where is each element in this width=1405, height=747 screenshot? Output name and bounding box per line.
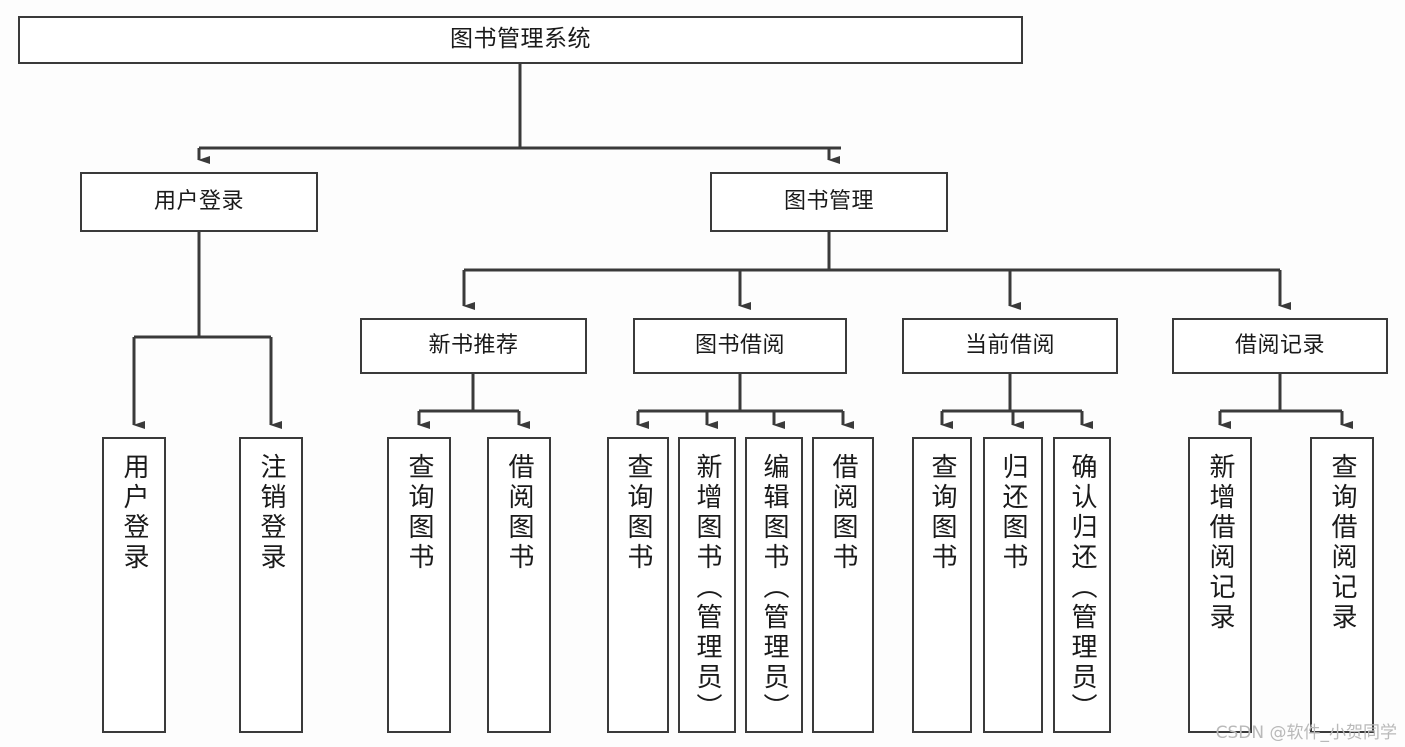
- node-borrow-record[interactable]: 借阅记录: [1172, 318, 1388, 374]
- leaf-query-book-borrow-label: 查询图书: [623, 453, 653, 573]
- leaf-confirm-return-admin[interactable]: 确认归还（管理员）: [1053, 437, 1111, 733]
- leaf-query-book-newbook-label: 查询图书: [404, 453, 434, 573]
- leaf-query-book-borrow[interactable]: 查询图书: [607, 437, 669, 733]
- leaf-borrow-book-newbook-label: 借阅图书: [504, 453, 534, 573]
- leaf-user-login[interactable]: 用户登录: [102, 437, 166, 733]
- node-book-management[interactable]: 图书管理: [710, 172, 948, 232]
- leaf-user-login-label: 用户登录: [119, 453, 149, 573]
- node-book-borrow-label: 图书借阅: [694, 333, 785, 359]
- node-root[interactable]: 图书管理系统: [18, 16, 1023, 64]
- node-book-borrow[interactable]: 图书借阅: [633, 318, 847, 374]
- leaf-confirm-return-admin-label: 确认归还（管理员）: [1067, 453, 1097, 723]
- leaf-logout[interactable]: 注销登录: [239, 437, 303, 733]
- node-user-login-label: 用户登录: [153, 189, 244, 215]
- leaf-borrow-book-newbook[interactable]: 借阅图书: [487, 437, 551, 733]
- node-current-borrow[interactable]: 当前借阅: [902, 318, 1118, 374]
- node-current-borrow-label: 当前借阅: [964, 333, 1055, 359]
- leaf-add-borrow-record[interactable]: 新增借阅记录: [1188, 437, 1252, 733]
- leaf-edit-book-admin-label: 编辑图书（管理员）: [759, 453, 789, 723]
- leaf-query-book-newbook[interactable]: 查询图书: [387, 437, 451, 733]
- leaf-add-borrow-record-label: 新增借阅记录: [1205, 453, 1235, 633]
- leaf-borrow-book-borrow[interactable]: 借阅图书: [812, 437, 874, 733]
- node-new-book-recommend-label: 新书推荐: [428, 333, 519, 359]
- leaf-add-book-admin-label: 新增图书（管理员）: [692, 453, 722, 723]
- leaf-query-book-current[interactable]: 查询图书: [912, 437, 972, 733]
- leaf-return-book[interactable]: 归还图书: [983, 437, 1043, 733]
- leaf-query-book-current-label: 查询图书: [927, 453, 957, 573]
- watermark: CSDN @软件_小贺同学: [1215, 723, 1397, 743]
- node-new-book-recommend[interactable]: 新书推荐: [360, 318, 587, 374]
- leaf-add-book-admin[interactable]: 新增图书（管理员）: [678, 437, 736, 733]
- leaf-logout-label: 注销登录: [256, 453, 286, 573]
- leaf-return-book-label: 归还图书: [998, 453, 1028, 573]
- leaf-edit-book-admin[interactable]: 编辑图书（管理员）: [745, 437, 803, 733]
- node-borrow-record-label: 借阅记录: [1234, 333, 1325, 359]
- node-root-label: 图书管理系统: [450, 26, 591, 53]
- node-book-management-label: 图书管理: [783, 189, 874, 215]
- leaf-borrow-book-borrow-label: 借阅图书: [828, 453, 858, 573]
- leaf-query-borrow-record-label: 查询借阅记录: [1327, 453, 1357, 633]
- node-user-login[interactable]: 用户登录: [80, 172, 318, 232]
- leaf-query-borrow-record[interactable]: 查询借阅记录: [1310, 437, 1374, 733]
